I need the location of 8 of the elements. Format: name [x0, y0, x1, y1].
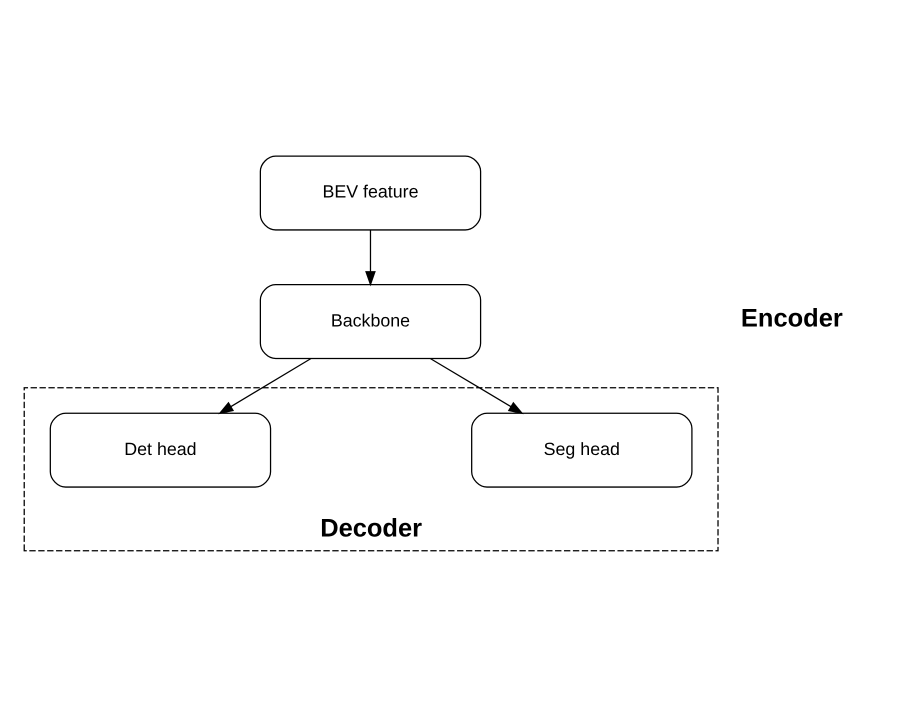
- arrow: [430, 358, 524, 414]
- node-box: Seg head: [471, 412, 693, 488]
- node-box: Det head: [50, 412, 272, 488]
- node-box: Backbone: [260, 284, 482, 359]
- node-box: BEV feature: [260, 154, 482, 230]
- label: Encoder: [740, 304, 843, 332]
- arrow: [365, 230, 376, 286]
- arrow: [218, 358, 312, 414]
